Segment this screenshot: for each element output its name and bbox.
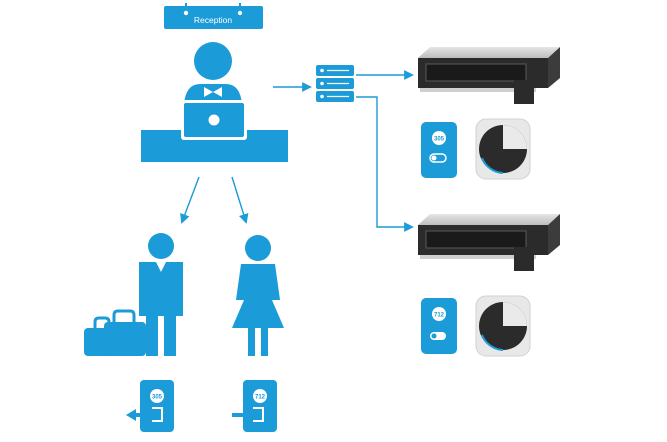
wall-sensor-icon: [475, 295, 531, 357]
ducted-ac-unit-icon: [418, 47, 560, 104]
female-guest-dress: [232, 264, 284, 328]
unit-1-base: [420, 88, 536, 92]
key-card-712-body: [243, 380, 277, 432]
luggage-large-handle: [112, 309, 136, 324]
room-controller-icon: 712: [421, 298, 457, 354]
receptionist-body: [184, 84, 242, 104]
bow-tie-icon: [204, 87, 222, 97]
male-guest-icon: [139, 233, 183, 356]
key-card-icon: 305: [126, 380, 174, 432]
unit-1-side: [548, 47, 560, 88]
laptop-logo: [208, 114, 220, 126]
unit-1-box: [514, 80, 534, 104]
controller-712-body: [421, 298, 457, 354]
arrow-to-female-guest: [231, 176, 249, 224]
sensor-2-highlight: [503, 302, 527, 326]
key-card-icon: 712: [232, 380, 277, 432]
controller-305-toggle-knob: [431, 155, 437, 161]
unit-2-box: [514, 247, 534, 271]
unit-1-vent: [425, 63, 527, 82]
ducted-ac-unit-icon: [418, 214, 560, 271]
receptionist-head: [194, 42, 232, 80]
arrow-hub-to-unit-2: [356, 96, 414, 232]
sensor-1-highlight: [503, 125, 527, 149]
controller-305-number: 305: [434, 137, 445, 143]
room-controller-icon: 305: [421, 122, 457, 178]
luggage-small-handle: [93, 316, 111, 330]
unit-1-top: [418, 47, 560, 58]
reception-sign-label: Reception: [194, 15, 233, 25]
sensor-1-glow: [481, 157, 504, 174]
key-card-712-number: 712: [255, 395, 266, 401]
key-card-305-number: 305: [152, 395, 163, 401]
controller-305-display: [432, 131, 446, 145]
male-guest-collar: [156, 262, 166, 272]
key-card-305-arrow-head: [126, 409, 136, 421]
reception-sign: Reception: [164, 3, 263, 29]
receptionist-icon: [141, 42, 288, 162]
server-led-2: [320, 81, 324, 86]
sign-hole-left: [183, 10, 189, 16]
key-card-305-door: [152, 407, 163, 422]
female-guest-leg-left: [248, 328, 255, 356]
luggage-icon: [84, 309, 146, 356]
sign-hole-right: [237, 10, 243, 16]
arrow-to-male-guest: [180, 176, 200, 224]
key-card-712-arrow-head: [249, 409, 259, 421]
key-card-305-badge: [150, 389, 164, 403]
unit-2-top: [418, 214, 560, 225]
server-hub-icon: [316, 65, 354, 102]
male-guest-head: [148, 233, 174, 259]
unit-2-side: [548, 214, 560, 255]
controller-305-toggle: [429, 153, 447, 163]
server-led-1: [320, 68, 324, 73]
key-card-712-door: [253, 407, 264, 422]
key-card-305-body: [140, 380, 174, 432]
server-led-3: [320, 94, 324, 99]
female-guest-icon: [232, 235, 284, 356]
connection-lines: [180, 70, 414, 232]
male-guest-body: [139, 262, 183, 356]
controller-712-number: 712: [434, 313, 445, 319]
wall-sensor-icon: [475, 118, 531, 180]
unit-2-base: [420, 255, 536, 259]
luggage-large: [104, 322, 146, 356]
female-guest-head: [245, 235, 271, 261]
controller-305-body: [421, 122, 457, 178]
female-guest-leg-right: [261, 328, 268, 356]
controller-712-toggle-knob: [431, 333, 437, 339]
controller-712-display: [432, 307, 446, 321]
sensor-2-glow: [481, 334, 504, 351]
key-card-712-badge: [253, 389, 267, 403]
unit-2-vent: [425, 230, 527, 249]
